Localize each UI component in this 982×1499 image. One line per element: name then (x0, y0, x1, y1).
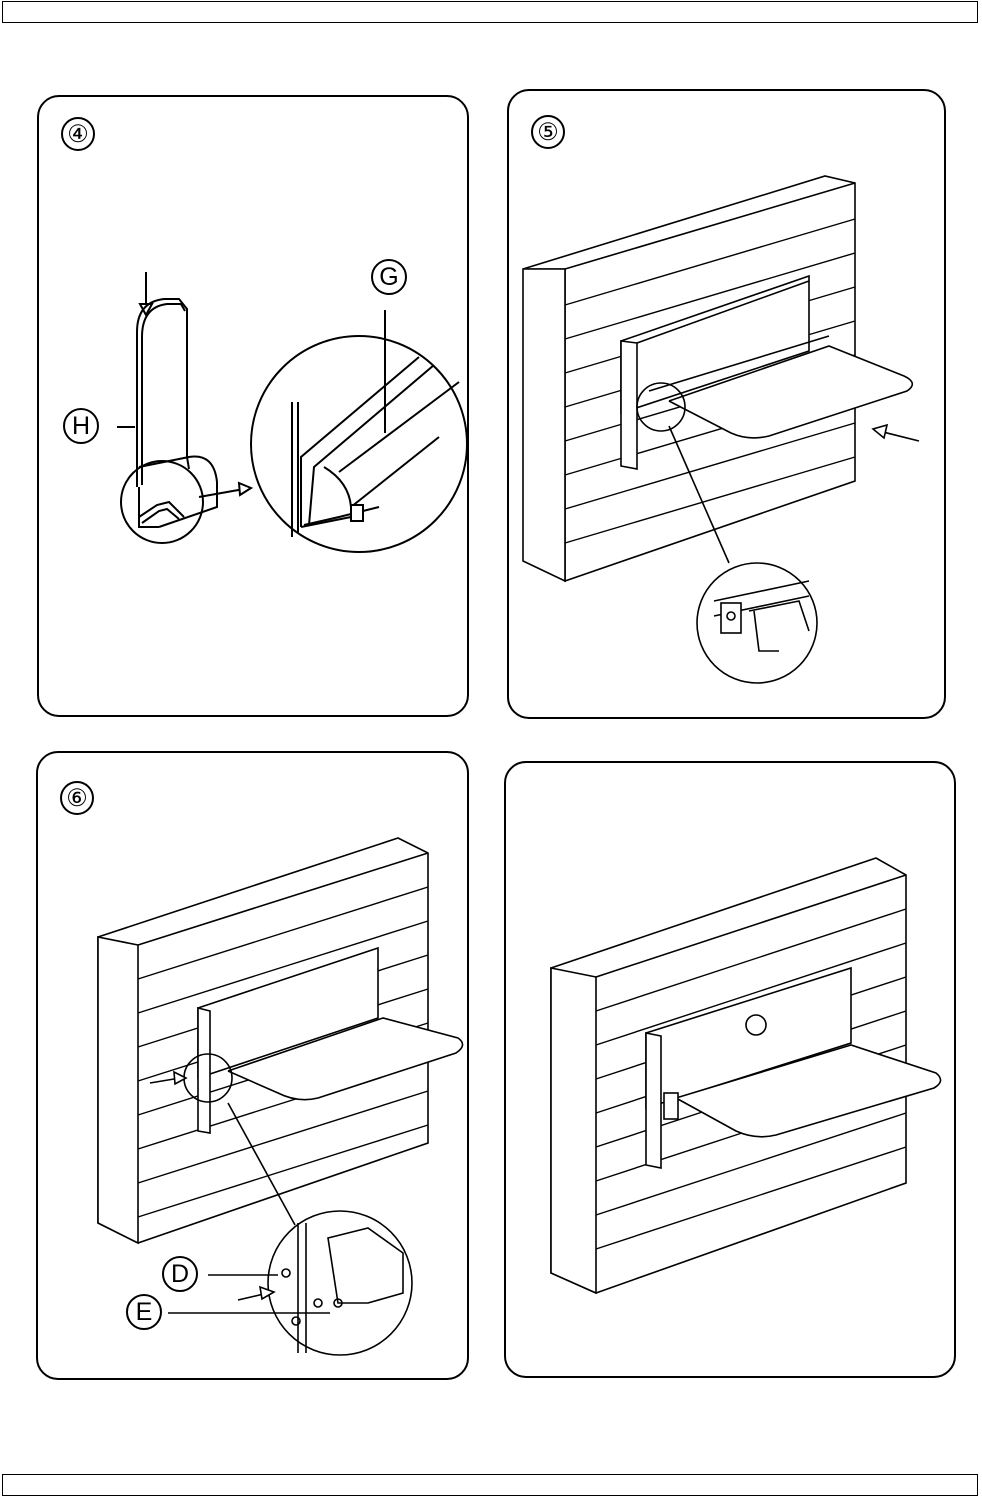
final-result-illustration (506, 763, 956, 1378)
label-h: H (63, 408, 99, 444)
header-bar (2, 1, 978, 23)
label-e: E (126, 1294, 162, 1330)
step-4-panel: ④ (37, 95, 469, 717)
step-4-illustration (39, 97, 469, 717)
step-6-panel: ⑥ (36, 751, 469, 1380)
step-6-illustration (38, 753, 469, 1380)
footer-bar (2, 1474, 978, 1496)
step-5-panel: ⑤ (507, 89, 946, 719)
label-d: D (162, 1256, 198, 1292)
label-g: G (371, 259, 407, 295)
step-5-illustration (509, 91, 946, 719)
final-result-panel (504, 761, 956, 1378)
